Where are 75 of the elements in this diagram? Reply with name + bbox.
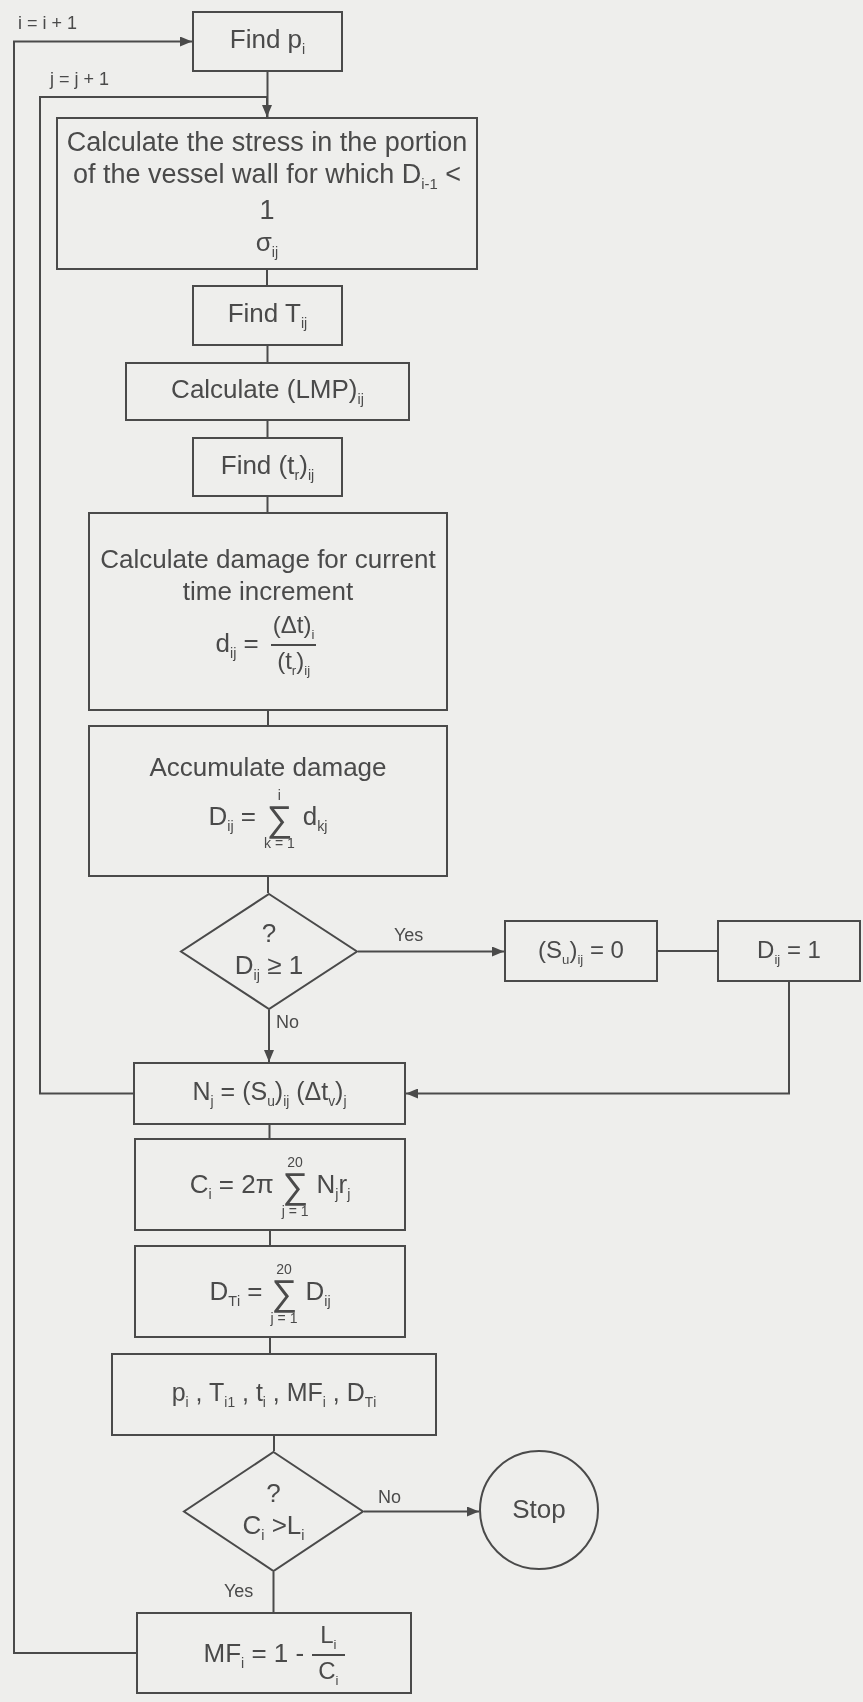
process-box <box>56 117 478 270</box>
connector-line <box>266 269 268 286</box>
sum-limit: 20 <box>287 1155 303 1170</box>
step-text: Calculate (LMP)$_{ij}$ <box>171 374 364 409</box>
question-mark: ? <box>261 918 277 951</box>
formula-text: C$_{i}$ = 2π <box>189 1170 274 1203</box>
arrow <box>357 946 505 957</box>
sigma-symbol: ∑ <box>271 1276 297 1311</box>
process-box <box>134 1245 406 1338</box>
output-box <box>111 1353 437 1436</box>
denominator: C$_{i}$ <box>312 1654 345 1689</box>
connector-line <box>266 71 269 118</box>
arrow <box>363 1506 480 1517</box>
numerator: (Δt)$_{i}$ <box>271 611 316 644</box>
step-text: Accumulate damage <box>149 752 387 784</box>
connector-line <box>269 1337 271 1354</box>
sum-limit: 20 <box>276 1262 292 1277</box>
terminal-circle <box>479 1450 599 1570</box>
sum-limit: i <box>277 787 281 802</box>
connector-line <box>657 950 718 952</box>
formula-text: D$_{ij}$ = <box>208 802 256 836</box>
connector-line <box>266 420 269 438</box>
process-box <box>192 437 343 497</box>
step-text: Find T$_{ij}$ <box>227 298 308 333</box>
connector-line <box>273 1435 275 1452</box>
process-box <box>136 1612 412 1694</box>
arrow <box>13 36 193 1654</box>
step-text: N$_{j}$ = (S$_{u}$)$_{ij}$ (Δt$_{v}$)$_{j}$ <box>192 1076 347 1111</box>
question-mark: ? <box>266 1478 281 1511</box>
formula-text: D$_{ij}$ <box>305 1277 331 1310</box>
formula-text: d$_{ij}$ = <box>215 628 259 662</box>
step-text: Calculate the stress in the portion of the vessel wall for which D$_{i-1}$ < 1 <box>65 125 469 227</box>
arrow <box>264 1009 274 1063</box>
process-box <box>192 11 343 72</box>
formula-text: N$_{j}$r$_{j}$ <box>316 1170 351 1203</box>
step-text: D$_{ij}$ = 1 <box>757 934 821 968</box>
connector-line <box>266 345 269 363</box>
process-box <box>192 285 343 346</box>
edge-label: j = j + 1 <box>48 70 112 88</box>
step-text: C$_{i}$ >L$_{i}$ <box>242 1510 305 1545</box>
edge-label: i = i + 1 <box>16 14 80 32</box>
step-text: Find (t$_{r}$)$_{ij}$ <box>220 449 315 485</box>
process-box <box>88 725 448 877</box>
step-text: D$_{ij}$ ≥ 1 <box>234 950 304 985</box>
connector-line <box>266 496 269 513</box>
arrow <box>405 981 790 1099</box>
decision-diamond <box>180 893 358 1010</box>
connector-line <box>272 1571 275 1613</box>
formula-text: d$_{kj}$ <box>302 802 328 836</box>
process-box <box>717 920 861 982</box>
step-text: σ$_{ij}$ <box>255 226 279 262</box>
step-text: Find p$_{i}$ <box>229 24 306 59</box>
connector-line <box>269 1230 271 1246</box>
connector-line <box>267 876 269 894</box>
step-text: Calculate damage for current time increment <box>99 544 437 608</box>
step-text: (S$_{u}$)$_{ij}$ = 0 <box>538 934 624 968</box>
process-box <box>504 920 658 982</box>
edge-label: No <box>274 1013 301 1031</box>
arrow <box>39 96 272 1095</box>
decision-diamond <box>183 1451 364 1572</box>
sigma-symbol: ∑ <box>282 1169 308 1204</box>
connector-line <box>268 1124 271 1139</box>
process-box <box>88 512 448 711</box>
formula-text: MF$_{i}$ = 1 - <box>203 1638 305 1672</box>
edge-label: No <box>376 1488 403 1506</box>
process-box <box>125 362 410 421</box>
process-box <box>134 1138 406 1231</box>
formula-text: D$_{T}$$_{i}$ = <box>209 1277 263 1310</box>
numerator: L$_{i}$ <box>319 1621 338 1654</box>
process-box <box>133 1062 406 1125</box>
connector-line <box>267 710 269 726</box>
edge-label: Yes <box>392 926 426 944</box>
edge-label: Yes <box>222 1582 256 1600</box>
denominator: (t$_{r}$)$_{ij}$ <box>271 644 317 679</box>
step-text: Stop <box>512 1494 566 1526</box>
